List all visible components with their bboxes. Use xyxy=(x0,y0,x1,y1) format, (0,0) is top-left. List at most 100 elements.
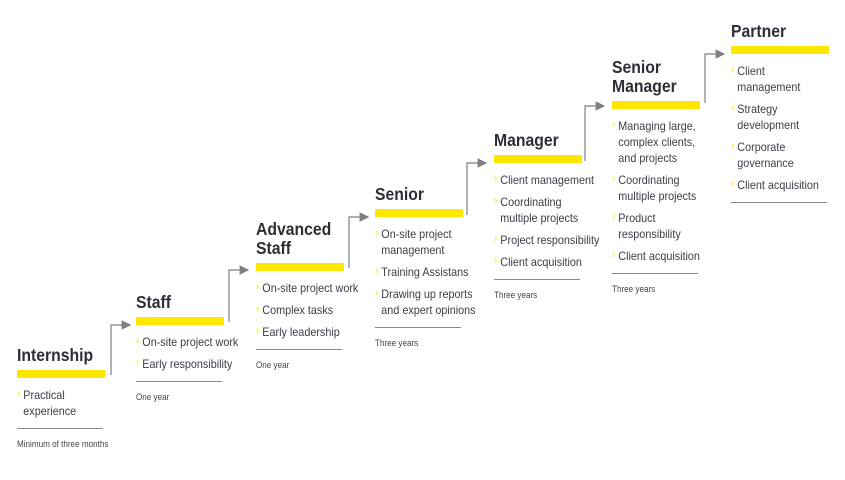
responsibility-text: complex clients, xyxy=(618,135,696,149)
bullet-icon: › xyxy=(136,357,140,369)
duration-label: Three years xyxy=(494,290,538,300)
bullet-icon: › xyxy=(17,388,21,400)
stage-title-line: Staff xyxy=(256,238,292,258)
responsibility-item: ›Early responsibility xyxy=(136,356,238,372)
bullet-icon: › xyxy=(494,195,498,207)
responsibility-text: On-site project xyxy=(381,227,452,241)
responsibility-text: On-site project work xyxy=(262,281,359,295)
responsibility-text: Client xyxy=(737,64,765,78)
bullet-icon: › xyxy=(375,265,379,277)
bullet-icon: › xyxy=(494,173,498,185)
bullet-icon: › xyxy=(612,211,616,223)
responsibility-text: Coordinating xyxy=(500,195,562,209)
responsibility-text: Project responsibility xyxy=(500,233,600,247)
connector-staff-advanced xyxy=(228,265,250,322)
responsibility-text: Client acquisition xyxy=(618,249,700,263)
stage-title-line: Manager xyxy=(612,76,677,96)
responsibility-text: management xyxy=(737,80,801,94)
responsibility-item: ›Corporate governance xyxy=(731,139,819,171)
responsibility-text: Coordinating xyxy=(618,173,680,187)
accent-bar xyxy=(612,101,700,109)
connector-manager-seniormanager xyxy=(584,101,606,161)
bullet-icon: › xyxy=(256,303,260,315)
responsibility-text: and projects xyxy=(618,151,678,165)
responsibility-item: ›Early leadership xyxy=(256,324,358,340)
responsibility-text: Corporate xyxy=(737,140,786,154)
responsibility-text: management xyxy=(381,243,445,257)
bullet-icon: › xyxy=(494,233,498,245)
accent-bar xyxy=(136,317,224,325)
connector-advanced-senior xyxy=(348,212,370,268)
accent-bar xyxy=(17,370,105,378)
bullet-icon: › xyxy=(256,325,260,337)
bullet-icon: › xyxy=(136,335,140,347)
divider-rule xyxy=(494,279,580,280)
stage-title: Manager xyxy=(494,131,559,150)
bullet-icon: › xyxy=(612,173,616,185)
bullet-icon: › xyxy=(612,249,616,261)
bullet-icon: › xyxy=(612,119,616,131)
divider-rule xyxy=(136,381,222,382)
responsibility-text: Managing large, xyxy=(618,119,696,133)
responsibility-text: governance xyxy=(737,156,794,170)
responsibility-item: ›Client acquisition xyxy=(612,248,700,264)
responsibility-item: ›Client acquisition xyxy=(731,177,819,193)
duration-label: One year xyxy=(136,392,170,402)
responsibility-item: ›Managing large, complex clients, and proj… xyxy=(612,118,700,166)
responsibility-text: Drawing up reports xyxy=(381,287,473,301)
responsibility-text: Strategy xyxy=(737,102,778,116)
bullet-icon: › xyxy=(494,255,498,267)
bullet-icon: › xyxy=(731,102,735,114)
responsibility-text: responsibility xyxy=(618,227,681,241)
responsibility-text: Complex tasks xyxy=(262,303,334,317)
accent-bar xyxy=(256,263,344,271)
responsibility-text: Early responsibility xyxy=(142,357,233,371)
bullet-icon: › xyxy=(375,287,379,299)
stage-title: Staff xyxy=(136,293,171,312)
responsibility-text: Client acquisition xyxy=(737,178,819,192)
stage-title: Partner xyxy=(731,22,786,41)
stage-title-line: Staff xyxy=(136,292,172,312)
stage-title: Senior xyxy=(375,185,424,204)
responsibility-item: ›On-site project work xyxy=(256,280,358,296)
stage-title-line: Advanced xyxy=(256,219,332,239)
responsibility-item: ›Complex tasks xyxy=(256,302,358,318)
stage-title-line: Manager xyxy=(494,130,559,150)
responsibility-list: ›On-site project work›Early responsibili… xyxy=(136,334,250,378)
divider-rule xyxy=(612,273,698,274)
responsibility-item: ›Client acquisition xyxy=(494,254,599,270)
bullet-icon: › xyxy=(731,140,735,152)
divider-rule xyxy=(17,428,103,429)
responsibility-text: Client acquisition xyxy=(500,255,582,269)
accent-bar xyxy=(375,209,463,217)
responsibility-item: ›On-site project management xyxy=(375,226,476,258)
responsibility-text: Early leadership xyxy=(262,325,340,339)
responsibility-text: Practical xyxy=(23,388,65,402)
bullet-icon: › xyxy=(375,227,379,239)
responsibility-text: multiple projects xyxy=(618,189,697,203)
connector-seniormanager-partner xyxy=(704,49,726,103)
responsibility-item: ›Project responsibility xyxy=(494,232,599,248)
divider-rule xyxy=(256,349,342,350)
responsibility-list: ›On-site project work›Complex tasks›Earl… xyxy=(256,280,370,346)
duration-label: Three years xyxy=(612,284,656,294)
stage-title: Internship xyxy=(17,346,93,365)
responsibility-text: Client management xyxy=(500,173,594,187)
responsibility-item: ›On-site project work xyxy=(136,334,238,350)
